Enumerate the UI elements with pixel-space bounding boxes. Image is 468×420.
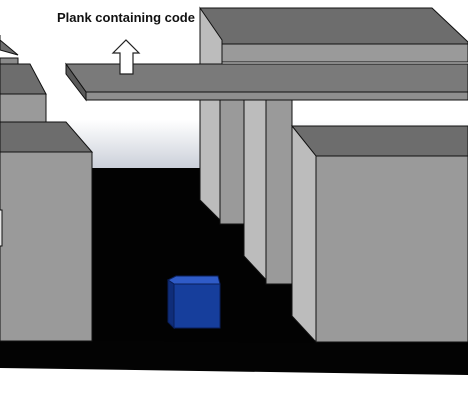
up-arrow-outline-icon xyxy=(111,39,141,75)
floor-front-strip xyxy=(0,340,468,375)
plank-caption: Plank containing code xyxy=(57,10,195,25)
floor-bottom-edge xyxy=(0,368,468,420)
pillar-right xyxy=(243,99,293,286)
left-box-large xyxy=(0,121,94,342)
left-box-label-tab xyxy=(0,209,3,247)
left-box-middle xyxy=(0,63,47,125)
back-tower xyxy=(199,6,468,224)
plank xyxy=(65,62,468,102)
blue-cube xyxy=(167,275,221,330)
pillar-left xyxy=(219,99,245,225)
right-front-box xyxy=(290,124,468,344)
